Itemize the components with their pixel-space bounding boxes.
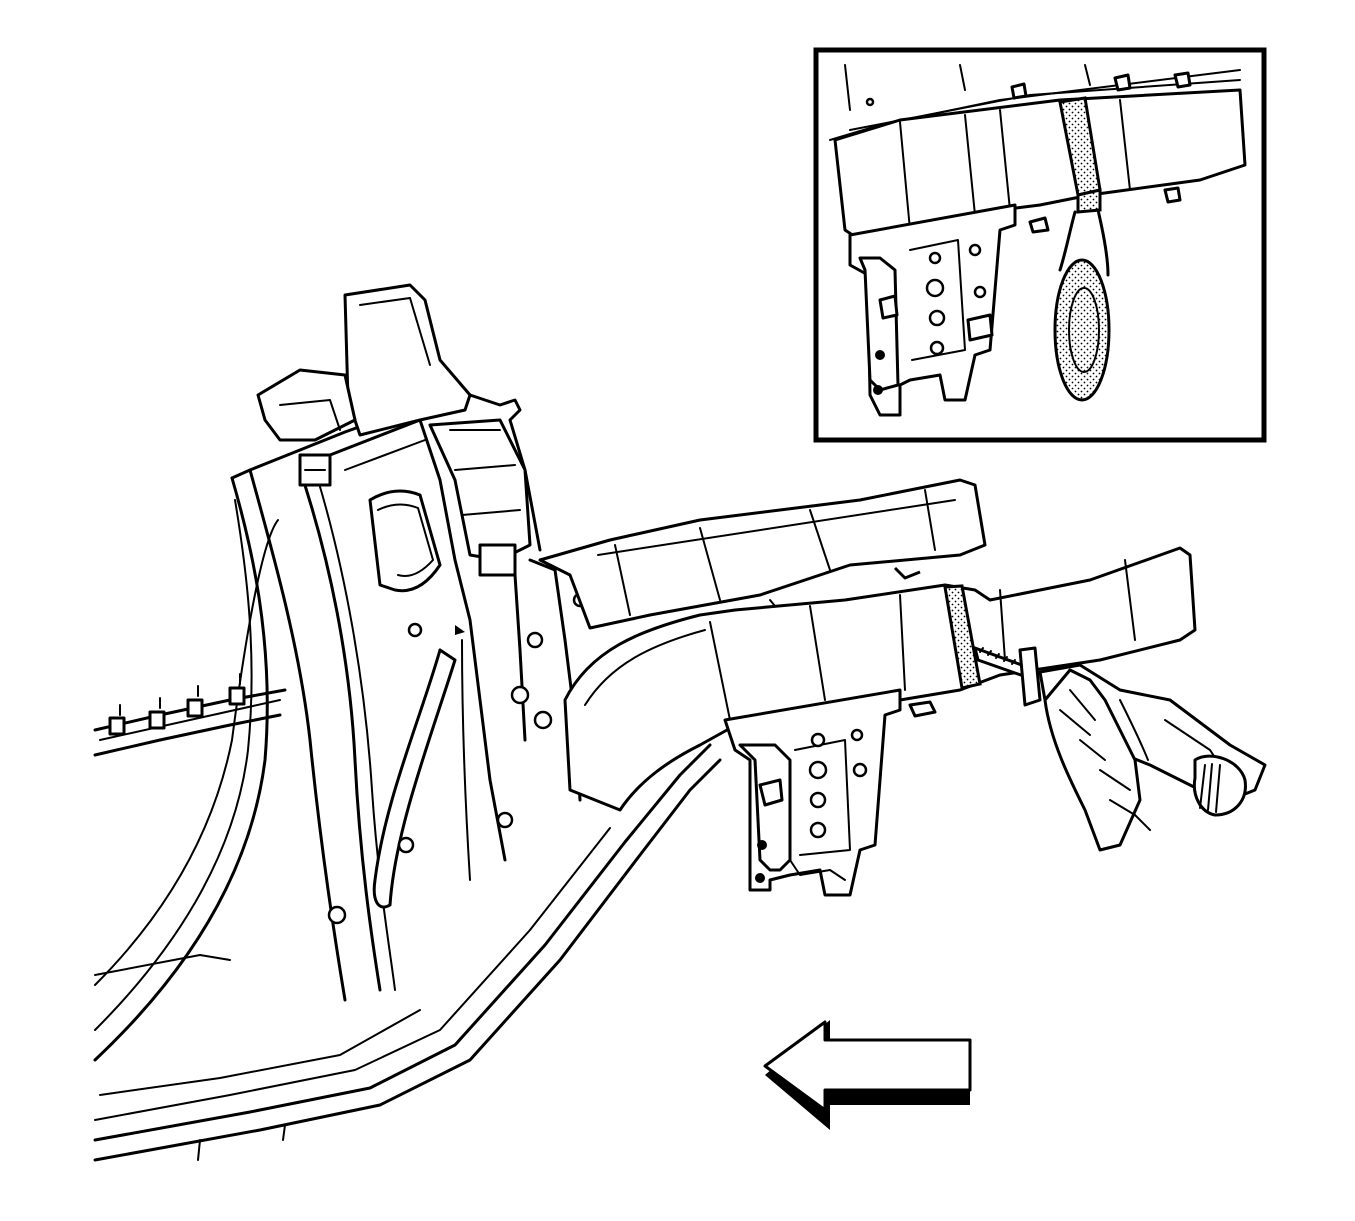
sealer-band [943, 584, 982, 690]
sill-fasteners [108, 673, 246, 736]
reciprocating-saw-icon [973, 646, 1267, 852]
bracket-holes [755, 728, 868, 883]
rear-rail-lower [563, 546, 1197, 897]
inset-detail [813, 47, 1267, 443]
rear-rail-upper [538, 478, 987, 630]
arrow-left-icon [763, 1020, 972, 1130]
body-side-structure [93, 283, 722, 1162]
sealer-tape-roll-icon [1053, 188, 1111, 402]
